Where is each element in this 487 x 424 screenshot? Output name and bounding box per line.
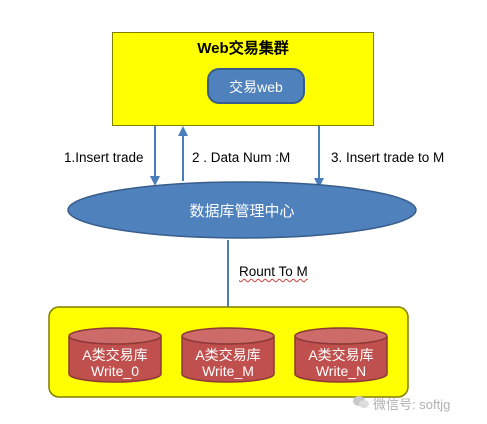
db-write-m-name: A类交易库: [195, 347, 261, 363]
web-cluster-title: Web交易集群: [197, 40, 289, 57]
wechat-icon: [352, 395, 370, 409]
label-rount-to-m: Rount To M: [239, 264, 308, 279]
db-write-n-sub: Write_N: [315, 363, 367, 379]
db-write-m-sub: Write_M: [202, 363, 254, 379]
db-write-n: [294, 327, 388, 383]
db-management-center: [67, 181, 417, 239]
trade-web-node: [207, 68, 305, 104]
db-write-0-name: A类交易库: [82, 347, 148, 363]
watermark-text: 微信号: softjg: [373, 397, 451, 412]
db-management-center-label: 数据库管理中心: [189, 203, 295, 220]
label-insert-trade-to-m: 3. Insert trade to M: [331, 150, 445, 165]
db-write-m: [181, 327, 275, 383]
label-data-num: 2 . Data Num :M: [192, 150, 291, 165]
trade-web-label: 交易web: [229, 79, 283, 95]
db-write-0: [68, 327, 162, 383]
db-write-0-sub: Write_0: [91, 363, 139, 379]
db-write-n-name: A类交易库: [308, 347, 374, 363]
label-insert-trade: 1.Insert trade: [64, 150, 144, 165]
